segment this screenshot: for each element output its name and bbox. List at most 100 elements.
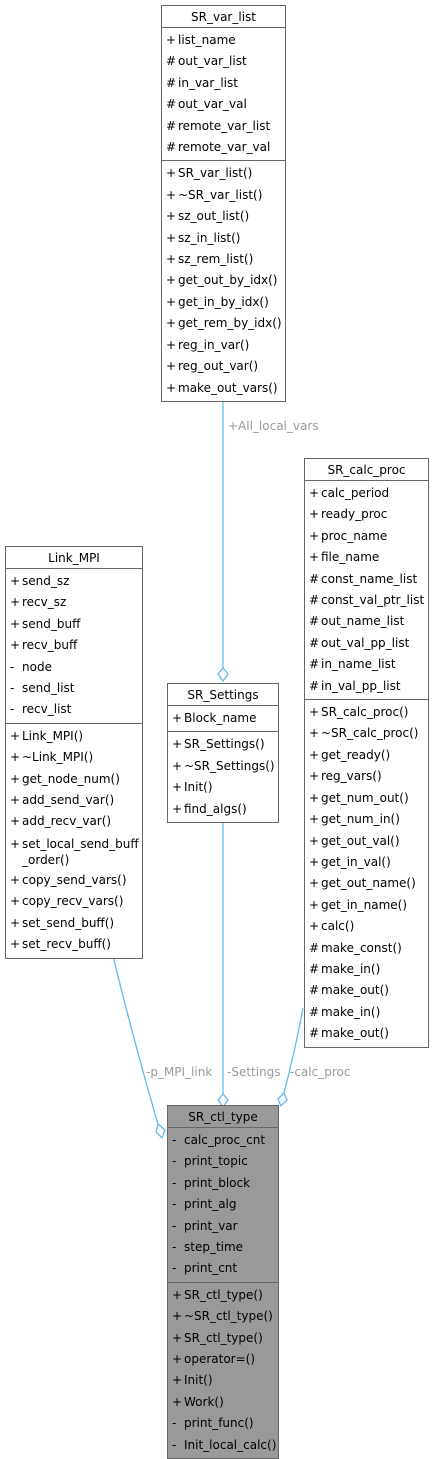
attribute-name: send_buff	[22, 616, 81, 631]
visibility-marker: +	[10, 771, 21, 786]
method-name: make_out()	[321, 983, 389, 998]
attribute-in-name-list: #in_name_list	[305, 654, 428, 675]
visibility-marker: +	[10, 728, 21, 743]
attribute-name: calc_proc_cnt	[184, 1133, 266, 1147]
method-get-in-val: +get_in_val()	[305, 852, 428, 873]
attribute-file-name: +file_name	[305, 547, 428, 568]
class-box-link-mpi: Link_MPI+send_sz+recv_sz+send_buff+recv_…	[5, 546, 143, 959]
visibility-marker: +	[172, 1309, 183, 1324]
attribute-recv-buff: +recv_buff	[6, 635, 142, 656]
visibility-marker: -	[172, 1218, 177, 1233]
visibility-marker: #	[309, 614, 320, 629]
method-name: sz_out_list()	[178, 209, 250, 224]
attribute-recv-list: -recv_list	[6, 699, 142, 720]
method-add-send-var: +add_send_var()	[6, 790, 142, 811]
method-make-out: #make_out()	[305, 980, 428, 1001]
method-name: set_recv_buff()	[22, 937, 111, 952]
visibility-marker: +	[309, 876, 320, 891]
visibility-marker: -	[172, 1437, 177, 1452]
visibility-marker: +	[172, 801, 183, 816]
method-get-ready: +get_ready()	[305, 745, 428, 766]
visibility-marker: +	[10, 616, 21, 631]
visibility-marker: +	[309, 897, 320, 912]
method-name: reg_out_var()	[178, 359, 259, 374]
visibility-marker: #	[309, 657, 320, 672]
attribute-name: Block_name	[184, 711, 257, 725]
method-name: get_rem_by_idx()	[178, 316, 282, 331]
method-find-algs: +find_algs()	[168, 799, 278, 820]
attribute-name: in_val_pp_list	[321, 678, 401, 693]
class-name: SR_calc_proc	[305, 459, 428, 481]
visibility-marker: +	[172, 1352, 183, 1367]
attribute-name: file_name	[321, 550, 380, 565]
visibility-marker: +	[166, 166, 177, 181]
attribute-print-cnt: -print_cnt	[168, 1258, 278, 1279]
method-get-in-by-idx: +get_in_by_idx()	[162, 292, 285, 313]
attribute-node: -node	[6, 657, 142, 678]
method-make-out-vars: +make_out_vars()	[162, 378, 285, 399]
attributes-section: +Block_name	[168, 706, 278, 731]
method-get-out-val: +get_out_val()	[305, 831, 428, 852]
visibility-marker: -	[172, 1240, 177, 1255]
method-name: ~SR_ctl_type()	[184, 1309, 273, 1324]
visibility-marker: +	[309, 726, 320, 741]
method-name: SR_ctl_type()	[184, 1330, 263, 1345]
method-sr-var-list: +~SR_var_list()	[162, 185, 285, 206]
attribute-remote-var-list: #remote_var_list	[162, 116, 285, 137]
method-set-local-send-buff-order: +set_local_send_buff _order()	[6, 833, 142, 870]
visibility-marker: +	[309, 507, 320, 522]
edge-p-mpi-link	[111, 951, 159, 1125]
method-sz-in-list: +sz_in_list()	[162, 228, 285, 249]
visibility-marker: +	[10, 872, 21, 887]
method-name: operator=()	[184, 1352, 256, 1367]
method-copy-send-vars: +copy_send_vars()	[6, 870, 142, 891]
visibility-marker: +	[10, 836, 21, 851]
method-get-node-num: +get_node_num()	[6, 769, 142, 790]
visibility-marker: +	[309, 790, 320, 805]
attribute-name: out_var_val	[178, 97, 247, 112]
class-box-sr-var-list: SR_var_list+list_name#out_var_list#in_va…	[161, 5, 286, 402]
visibility-marker: +	[10, 793, 21, 808]
method-name: ~SR_Settings()	[184, 758, 275, 773]
method-link-mpi: +~Link_MPI()	[6, 747, 142, 768]
methods-section: +SR_var_list()+~SR_var_list()+sz_out_lis…	[162, 160, 285, 400]
method-name: get_ready()	[321, 747, 391, 762]
method-name: add_send_var()	[22, 793, 115, 808]
attribute-name: in_var_list	[178, 75, 238, 90]
attribute-send-buff: +send_buff	[6, 614, 142, 635]
visibility-marker: +	[166, 230, 177, 245]
method-name: get_in_val()	[321, 854, 391, 869]
attribute-const-name-list: #const_name_list	[305, 569, 428, 590]
attributes-section: +list_name#out_var_list#in_var_list#out_…	[162, 28, 285, 160]
attribute-remote-var-val: #remote_var_val	[162, 137, 285, 158]
method-init: +Init()	[168, 1370, 278, 1391]
visibility-marker: +	[309, 769, 320, 784]
attribute-name: print_var	[184, 1218, 238, 1233]
method-name: get_in_by_idx()	[178, 294, 269, 309]
method-name: ~SR_calc_proc()	[321, 726, 419, 741]
attribute-name: list_name	[178, 33, 236, 47]
methods-section: +SR_Settings()+~SR_Settings()+Init()+fin…	[168, 731, 278, 822]
attribute-block-name: +Block_name	[168, 708, 278, 729]
attribute-print-topic: -print_topic	[168, 1151, 278, 1172]
visibility-marker: -	[172, 1197, 177, 1212]
visibility-marker: +	[166, 316, 177, 331]
aggregation-diamond-calc-proc	[277, 1091, 288, 1108]
method-operator: +operator=()	[168, 1349, 278, 1370]
method-sr-ctl-type: +SR_ctl_type()	[168, 1285, 278, 1306]
visibility-marker: +	[166, 380, 177, 395]
method-reg-out-var: +reg_out_var()	[162, 356, 285, 377]
visibility-marker: #	[309, 678, 320, 693]
attribute-name: proc_name	[321, 528, 388, 543]
method-sr-settings: +SR_Settings()	[168, 734, 278, 755]
attribute-print-block: -print_block	[168, 1173, 278, 1194]
attribute-name: print_cnt	[184, 1261, 238, 1276]
methods-section: +Link_MPI()+~Link_MPI()+get_node_num()+a…	[6, 722, 142, 958]
attribute-in-var-list: #in_var_list	[162, 73, 285, 94]
method-name: make_out_vars()	[178, 380, 278, 395]
method-set-send-buff: +set_send_buff()	[6, 913, 142, 934]
visibility-marker: +	[172, 758, 183, 773]
class-name: SR_ctl_type	[168, 1106, 278, 1128]
attribute-list-name: +list_name	[162, 30, 285, 51]
class-name: SR_var_list	[162, 6, 285, 28]
